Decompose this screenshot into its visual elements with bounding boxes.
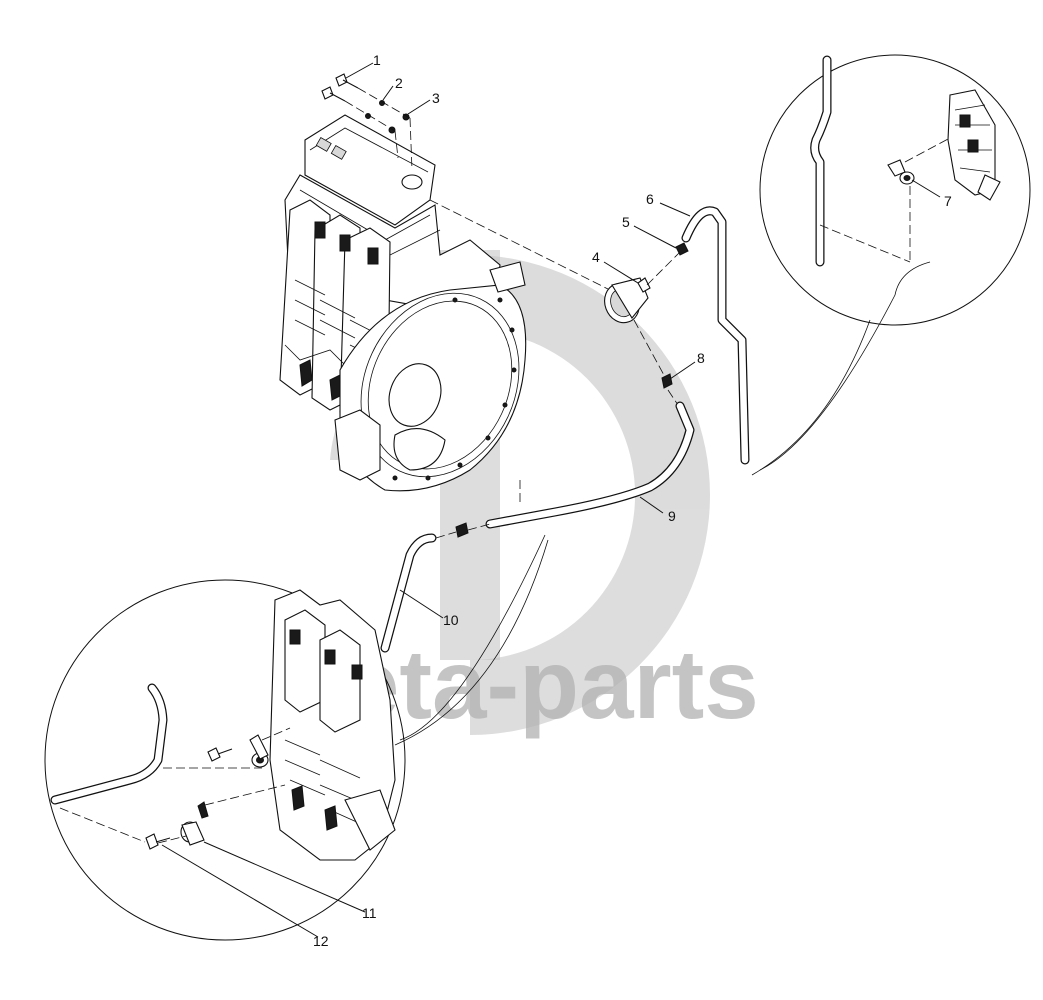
- hose-9: [485, 401, 695, 529]
- bolt-12-upper: [207, 747, 233, 762]
- clamp-11: [180, 801, 209, 846]
- callout-1: 1: [373, 52, 381, 68]
- callout-3: 3: [432, 90, 440, 106]
- callout-2: 2: [395, 75, 403, 91]
- callout-11: 11: [362, 905, 377, 921]
- clamp-11-upper: [249, 734, 269, 768]
- callout-7: 7: [944, 193, 952, 209]
- clamp-8: [661, 373, 673, 389]
- callout-labels: 1 2 3 4 5 6 7 8 9 10 11 12: [313, 52, 952, 949]
- engine-assembly: [279, 114, 527, 492]
- detail-view-top-right: [751, 54, 1031, 476]
- bolt-1: [335, 73, 359, 89]
- engine-side-detail: [279, 199, 391, 426]
- bolt-12: [145, 833, 171, 850]
- watermark-logo: [470, 255, 710, 735]
- callout-12: 12: [313, 933, 329, 949]
- bolt-1-lower: [321, 86, 346, 102]
- detail-view-bottom-left: [44, 534, 549, 941]
- callout-5: 5: [622, 214, 630, 230]
- hose-6: [681, 206, 750, 465]
- callout-9: 9: [668, 508, 676, 524]
- clamp-9: [455, 522, 469, 538]
- callout-6: 6: [646, 191, 654, 207]
- hose-10: [380, 533, 437, 653]
- callout-4: 4: [592, 249, 600, 265]
- leader-lines: [161, 62, 941, 938]
- flywheel-housing: [334, 284, 527, 492]
- callout-8: 8: [697, 350, 705, 366]
- clamp-5: [675, 242, 689, 256]
- clamp-7: [887, 159, 915, 185]
- breather-cap-4: [604, 277, 651, 324]
- callout-10: 10: [443, 612, 459, 628]
